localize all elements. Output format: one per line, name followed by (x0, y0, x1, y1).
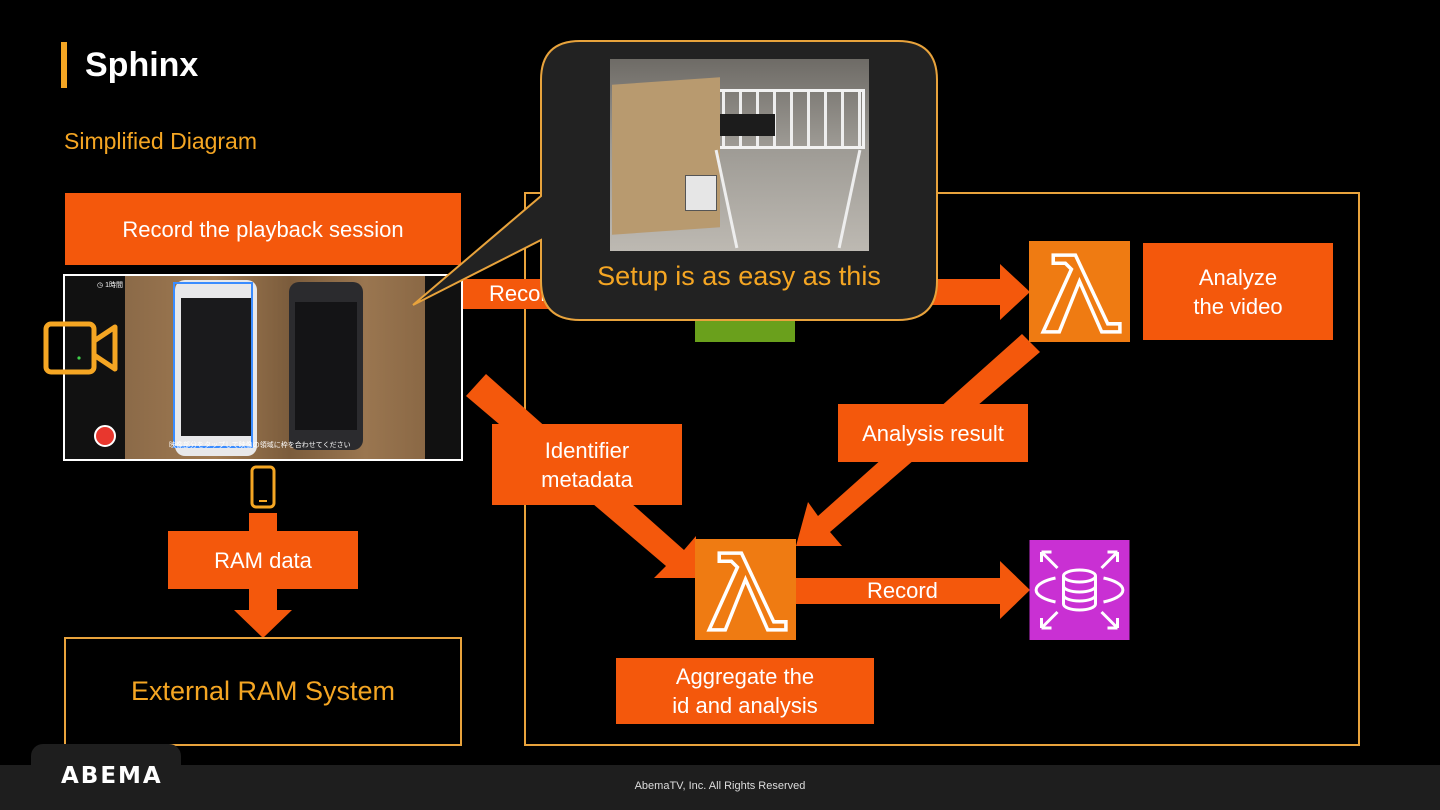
timer-label: ◷ 1時間 (97, 280, 123, 290)
footer-bar (0, 765, 1440, 810)
abema-logo: ABEMA (61, 763, 163, 789)
aggregate-box: Aggregate the id and analysis (616, 658, 874, 724)
phone-dark (289, 282, 363, 450)
lambda-icon (695, 539, 796, 640)
selection-frame (173, 282, 253, 448)
screen-capture-image: ◷ 1時間 映像部分をタップして映像の領域に枠を合わせてください (63, 274, 463, 461)
callout-text: Setup is as easy as this (597, 261, 881, 291)
timer-text: 1時間 (105, 282, 123, 289)
page-subtitle: Simplified Diagram (64, 128, 258, 154)
record-button[interactable] (94, 425, 116, 447)
screen-caption: 映像部分をタップして映像の領域に枠を合わせてください (169, 442, 351, 449)
record-upload-label: Recor (489, 281, 548, 306)
arrow-to-analyze (920, 264, 1030, 320)
identifier-metadata-box: Identifier metadata (492, 424, 682, 505)
record-label: Record (867, 578, 938, 603)
analyze-video-label: Analyze the video (1193, 264, 1283, 319)
lambda-icon (1029, 241, 1130, 342)
phone-white (175, 280, 257, 456)
timer-icon: ◷ (97, 282, 104, 289)
record-session-box: Record the playback session (65, 193, 461, 265)
ram-data-box: RAM data (168, 531, 358, 589)
video-camera-icon (43, 321, 118, 375)
footer-logo-tab (31, 744, 181, 810)
smartphone-icon (250, 465, 276, 509)
database-icon (1029, 540, 1130, 640)
aggregate-label: Aggregate the id and analysis (672, 664, 818, 718)
folder (612, 77, 720, 235)
title-accent-bar (61, 42, 67, 88)
identifier-metadata-label: Identifier metadata (541, 437, 633, 492)
copyright-text: AbemaTV, Inc. All Rights Reserved (634, 780, 806, 792)
page-title: Sphinx (85, 46, 199, 84)
arrow-record (795, 561, 1030, 619)
setup-photo (610, 59, 869, 251)
external-ram-system-box: External RAM System (64, 637, 462, 746)
analysis-result-box: Analysis result (838, 404, 1028, 462)
analyze-video-box: Analyze the video (1143, 243, 1333, 340)
